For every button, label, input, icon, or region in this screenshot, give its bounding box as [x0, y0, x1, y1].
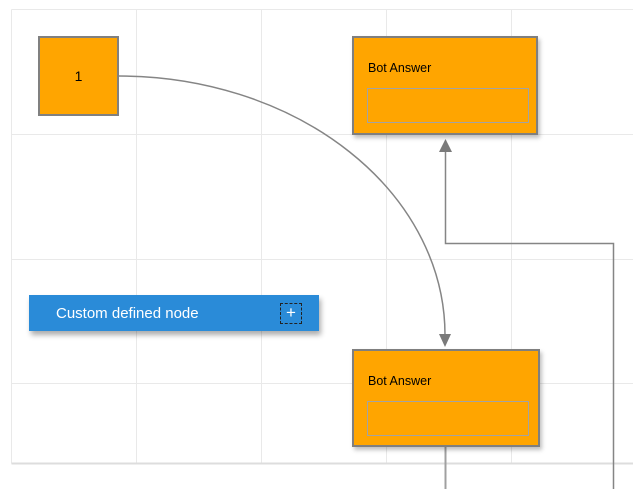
node-number-label: 1: [74, 68, 83, 84]
bot-answer-top-input[interactable]: [367, 88, 529, 123]
connector-curved-path[interactable]: [118, 75, 446, 336]
add-button[interactable]: +: [280, 303, 302, 324]
arrowhead-down-icon[interactable]: [439, 334, 451, 347]
node-bot-answer-bottom[interactable]: Bot Answer: [352, 349, 540, 447]
node-bot-answer-top[interactable]: Bot Answer: [352, 36, 538, 135]
add-icon: +: [286, 303, 296, 322]
bot-answer-bottom-input[interactable]: [367, 401, 529, 436]
node-number[interactable]: 1: [38, 36, 119, 116]
bot-answer-top-title: Bot Answer: [368, 61, 432, 75]
bot-answer-bottom-title: Bot Answer: [368, 374, 432, 388]
grid-lines: [11, 9, 633, 464]
node-custom-defined[interactable]: Custom defined node +: [29, 295, 319, 331]
connector-orthogonal: [439, 139, 615, 489]
arrowhead-up-icon[interactable]: [439, 139, 452, 152]
custom-defined-node-label: Custom defined node: [56, 304, 199, 322]
connector-orthogonal-path[interactable]: [444, 152, 615, 489]
connector-curved: [118, 75, 451, 347]
